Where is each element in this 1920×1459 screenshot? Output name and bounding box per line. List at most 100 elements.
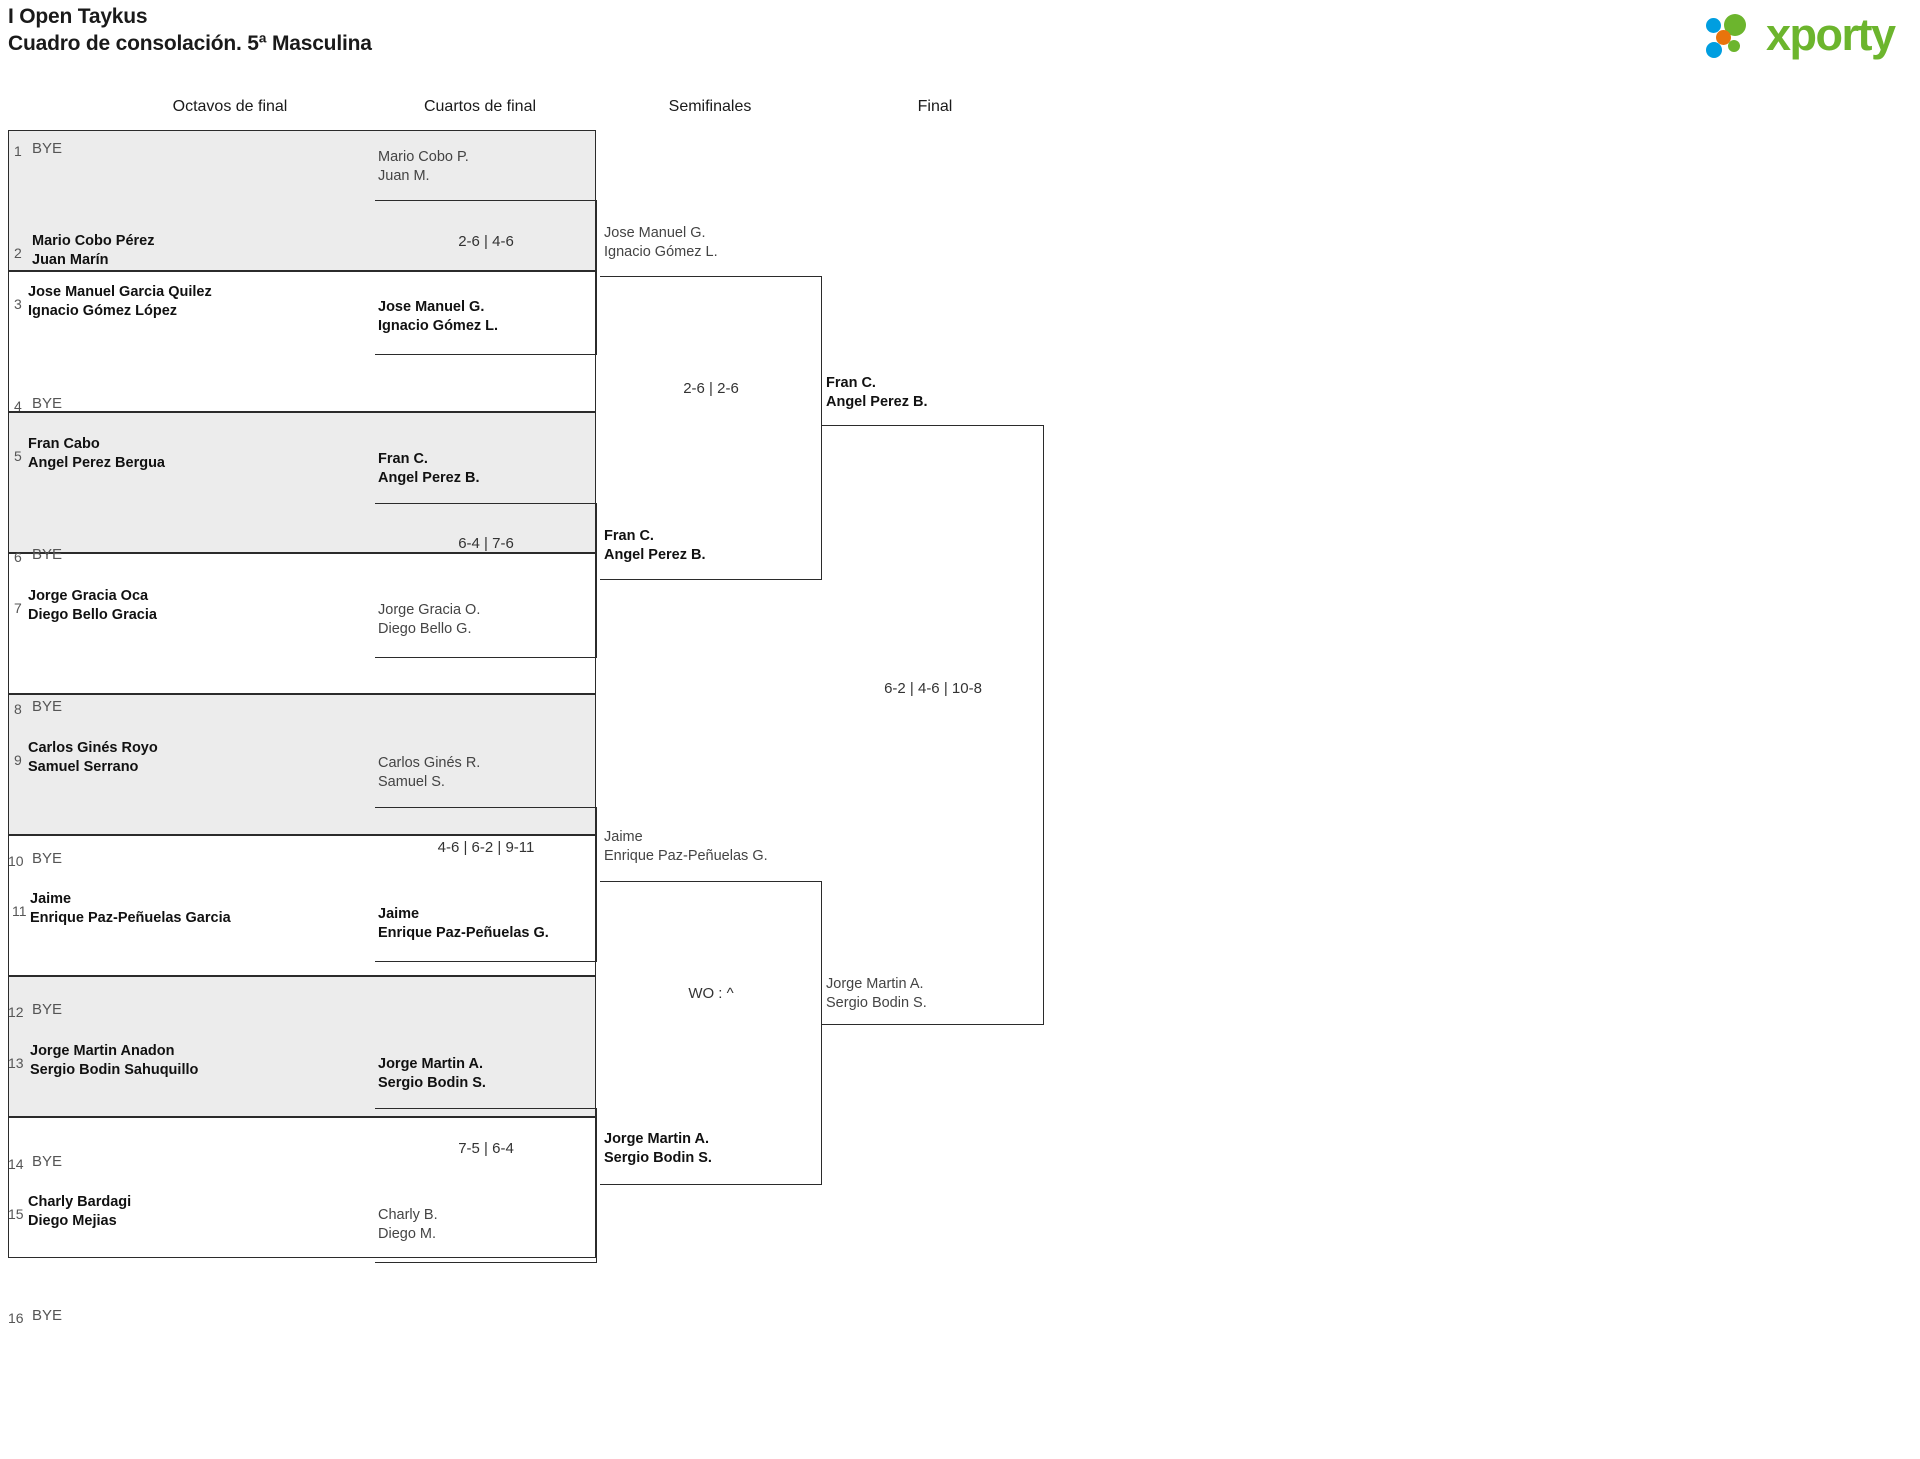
- sf-1-bottom-player2: Angel Perez B.: [604, 547, 706, 563]
- r16-entry-2-player1: Mario Cobo Pérez: [32, 233, 155, 249]
- final-top-player1: Fran C.: [826, 375, 876, 391]
- r16-seed-2: 2: [14, 245, 22, 261]
- sf-2-bottom-player1: Jorge Martin A.: [604, 1131, 710, 1147]
- r16-entry-3-player2: Ignacio Gómez López: [28, 303, 178, 319]
- sf-1-top-player2: Ignacio Gómez L.: [604, 244, 718, 260]
- r16-entry-11-player2: Enrique Paz-Peñuelas Garcia: [30, 910, 231, 926]
- r16-entry-3-player1: Jose Manuel Garcia Quilez: [28, 284, 212, 300]
- logo-dot-blue-bottom: [1706, 42, 1722, 58]
- r16-seed-16: 16: [8, 1310, 24, 1326]
- r16-entry-7-player2: Diego Bello Gracia: [28, 607, 157, 623]
- qf-4-top-player2: Sergio Bodin S.: [378, 1075, 486, 1091]
- xporty-logo[interactable]: xporty: [1704, 8, 1914, 62]
- title-block: I Open Taykus Cuadro de consolación. 5ª …: [8, 3, 372, 57]
- qf-3-connector: [375, 807, 597, 962]
- qf-2-top-player1: Fran C.: [378, 451, 428, 467]
- r16-seed-1: 1: [14, 143, 22, 159]
- r16-entry-9-player1: Carlos Ginés Royo: [28, 740, 158, 756]
- qf-1-top-player1: Mario Cobo P.: [378, 149, 469, 165]
- r16-seed-9: 9: [14, 752, 22, 768]
- r16-pair-5[interactable]: [8, 694, 596, 835]
- qf-1-bottom-player1: Jose Manuel G.: [378, 299, 485, 315]
- r16-seed-3: 3: [14, 296, 22, 312]
- sf-1-score[interactable]: 2-6 | 2-6: [683, 380, 739, 397]
- r16-entry-7-player1: Jorge Gracia Oca: [28, 588, 149, 604]
- r16-seed-7: 7: [14, 600, 22, 616]
- r16-pair-8[interactable]: [8, 1117, 596, 1258]
- r16-entry-8-bye: BYE: [32, 698, 63, 715]
- qf-1-connector: [375, 200, 597, 355]
- round-header-cuartos: Cuartos de final: [423, 98, 537, 115]
- r16-entry-14-bye: BYE: [32, 1153, 63, 1170]
- round-header-semifinales: Semifinales: [668, 98, 752, 115]
- qf-3-top-player2: Samuel S.: [378, 774, 445, 790]
- final-connector: [822, 425, 1044, 1025]
- qf-3-bottom-player2: Enrique Paz-Peñuelas G.: [378, 925, 549, 941]
- sf-1-top-player1: Jose Manuel G.: [604, 225, 706, 241]
- r16-seed-4: 4: [14, 398, 22, 414]
- r16-entry-16-bye: BYE: [32, 1307, 63, 1324]
- sf-2-top-player1: Jaime: [604, 829, 643, 845]
- r16-seed-14: 14: [8, 1156, 24, 1172]
- r16-seed-8: 8: [14, 701, 22, 717]
- final-bottom-player2: Sergio Bodin S.: [826, 995, 927, 1011]
- r16-pair-6[interactable]: [8, 835, 596, 976]
- qf-4-score[interactable]: 7-5 | 6-4: [458, 1140, 514, 1157]
- r16-seed-11: 11: [12, 903, 27, 919]
- r16-pair-7[interactable]: [8, 976, 596, 1117]
- qf-3-top-player1: Carlos Ginés R.: [378, 755, 481, 771]
- logo-dot-green-small: [1728, 40, 1740, 52]
- r16-entry-12-bye: BYE: [32, 1001, 63, 1018]
- final-score[interactable]: 6-2 | 4-6 | 10-8: [884, 680, 982, 697]
- r16-pair-2[interactable]: [8, 271, 596, 412]
- qf-4-connector: [375, 1108, 597, 1263]
- r16-pair-3[interactable]: [8, 412, 596, 553]
- qf-4-bottom-player2: Diego M.: [378, 1226, 437, 1242]
- logo-dot-green-large: [1724, 14, 1746, 36]
- sf-2-top-player2: Enrique Paz-Peñuelas G.: [604, 848, 768, 864]
- page-header: I Open Taykus Cuadro de consolación. 5ª …: [0, 0, 1920, 76]
- r16-entry-1-bye: BYE: [32, 140, 63, 157]
- r16-entry-6-bye: BYE: [32, 546, 63, 563]
- r16-pair-4[interactable]: [8, 553, 596, 694]
- round-header-final: Final: [917, 98, 953, 115]
- r16-seed-13: 13: [8, 1055, 24, 1071]
- sf-1-connector: [600, 276, 822, 580]
- qf-2-bottom-player1: Jorge Gracia O.: [378, 602, 481, 618]
- r16-entry-4-bye: BYE: [32, 395, 63, 412]
- qf-1-top-player2: Juan M.: [378, 168, 430, 184]
- final-top-player2: Angel Perez B.: [826, 394, 928, 410]
- round-header-octavos: Octavos de final: [172, 98, 288, 115]
- qf-2-top-player2: Angel Perez B.: [378, 470, 480, 486]
- r16-seed-6: 6: [14, 549, 22, 565]
- r16-entry-5-player1: Fran Cabo: [28, 436, 100, 452]
- r16-entry-11-player1: Jaime: [30, 891, 72, 907]
- final-bottom-player1: Jorge Martin A.: [826, 976, 924, 992]
- r16-entry-2-player2: Juan Marín: [32, 252, 109, 268]
- qf-2-score[interactable]: 6-4 | 7-6: [458, 535, 514, 552]
- logo-dot-blue-top: [1706, 18, 1721, 33]
- sf-2-score[interactable]: WO : ^: [688, 985, 734, 1002]
- logo-dots-icon: [1704, 14, 1768, 60]
- r16-seed-10: 10: [8, 853, 24, 869]
- qf-1-bottom-player2: Ignacio Gómez L.: [378, 318, 499, 334]
- sf-1-bottom-player1: Fran C.: [604, 528, 654, 544]
- qf-1-score[interactable]: 2-6 | 4-6: [458, 233, 514, 250]
- qf-4-bottom-player1: Charly B.: [378, 1207, 438, 1223]
- bracket-subtitle: Cuadro de consolación. 5ª Masculina: [8, 32, 372, 55]
- logo-dot-orange: [1716, 30, 1731, 45]
- r16-seed-15: 15: [8, 1206, 24, 1222]
- r16-entry-15-player2: Diego Mejias: [28, 1213, 117, 1229]
- sf-2-bottom-player2: Sergio Bodin S.: [604, 1150, 712, 1166]
- sf-2-connector: [600, 881, 822, 1185]
- r16-entry-10-bye: BYE: [32, 850, 63, 867]
- r16-entry-9-player2: Samuel Serrano: [28, 759, 139, 775]
- qf-3-score[interactable]: 4-6 | 6-2 | 9-11: [437, 839, 535, 856]
- r16-entry-13-player1: Jorge Martin Anadon: [30, 1043, 175, 1059]
- qf-2-bottom-player2: Diego Bello G.: [378, 621, 472, 637]
- qf-2-connector: [375, 503, 597, 658]
- r16-entry-15-player1: Charly Bardagi: [28, 1194, 132, 1210]
- r16-seed-5: 5: [14, 448, 22, 464]
- r16-entry-5-player2: Angel Perez Bergua: [28, 455, 165, 471]
- tournament-title: I Open Taykus: [8, 5, 148, 28]
